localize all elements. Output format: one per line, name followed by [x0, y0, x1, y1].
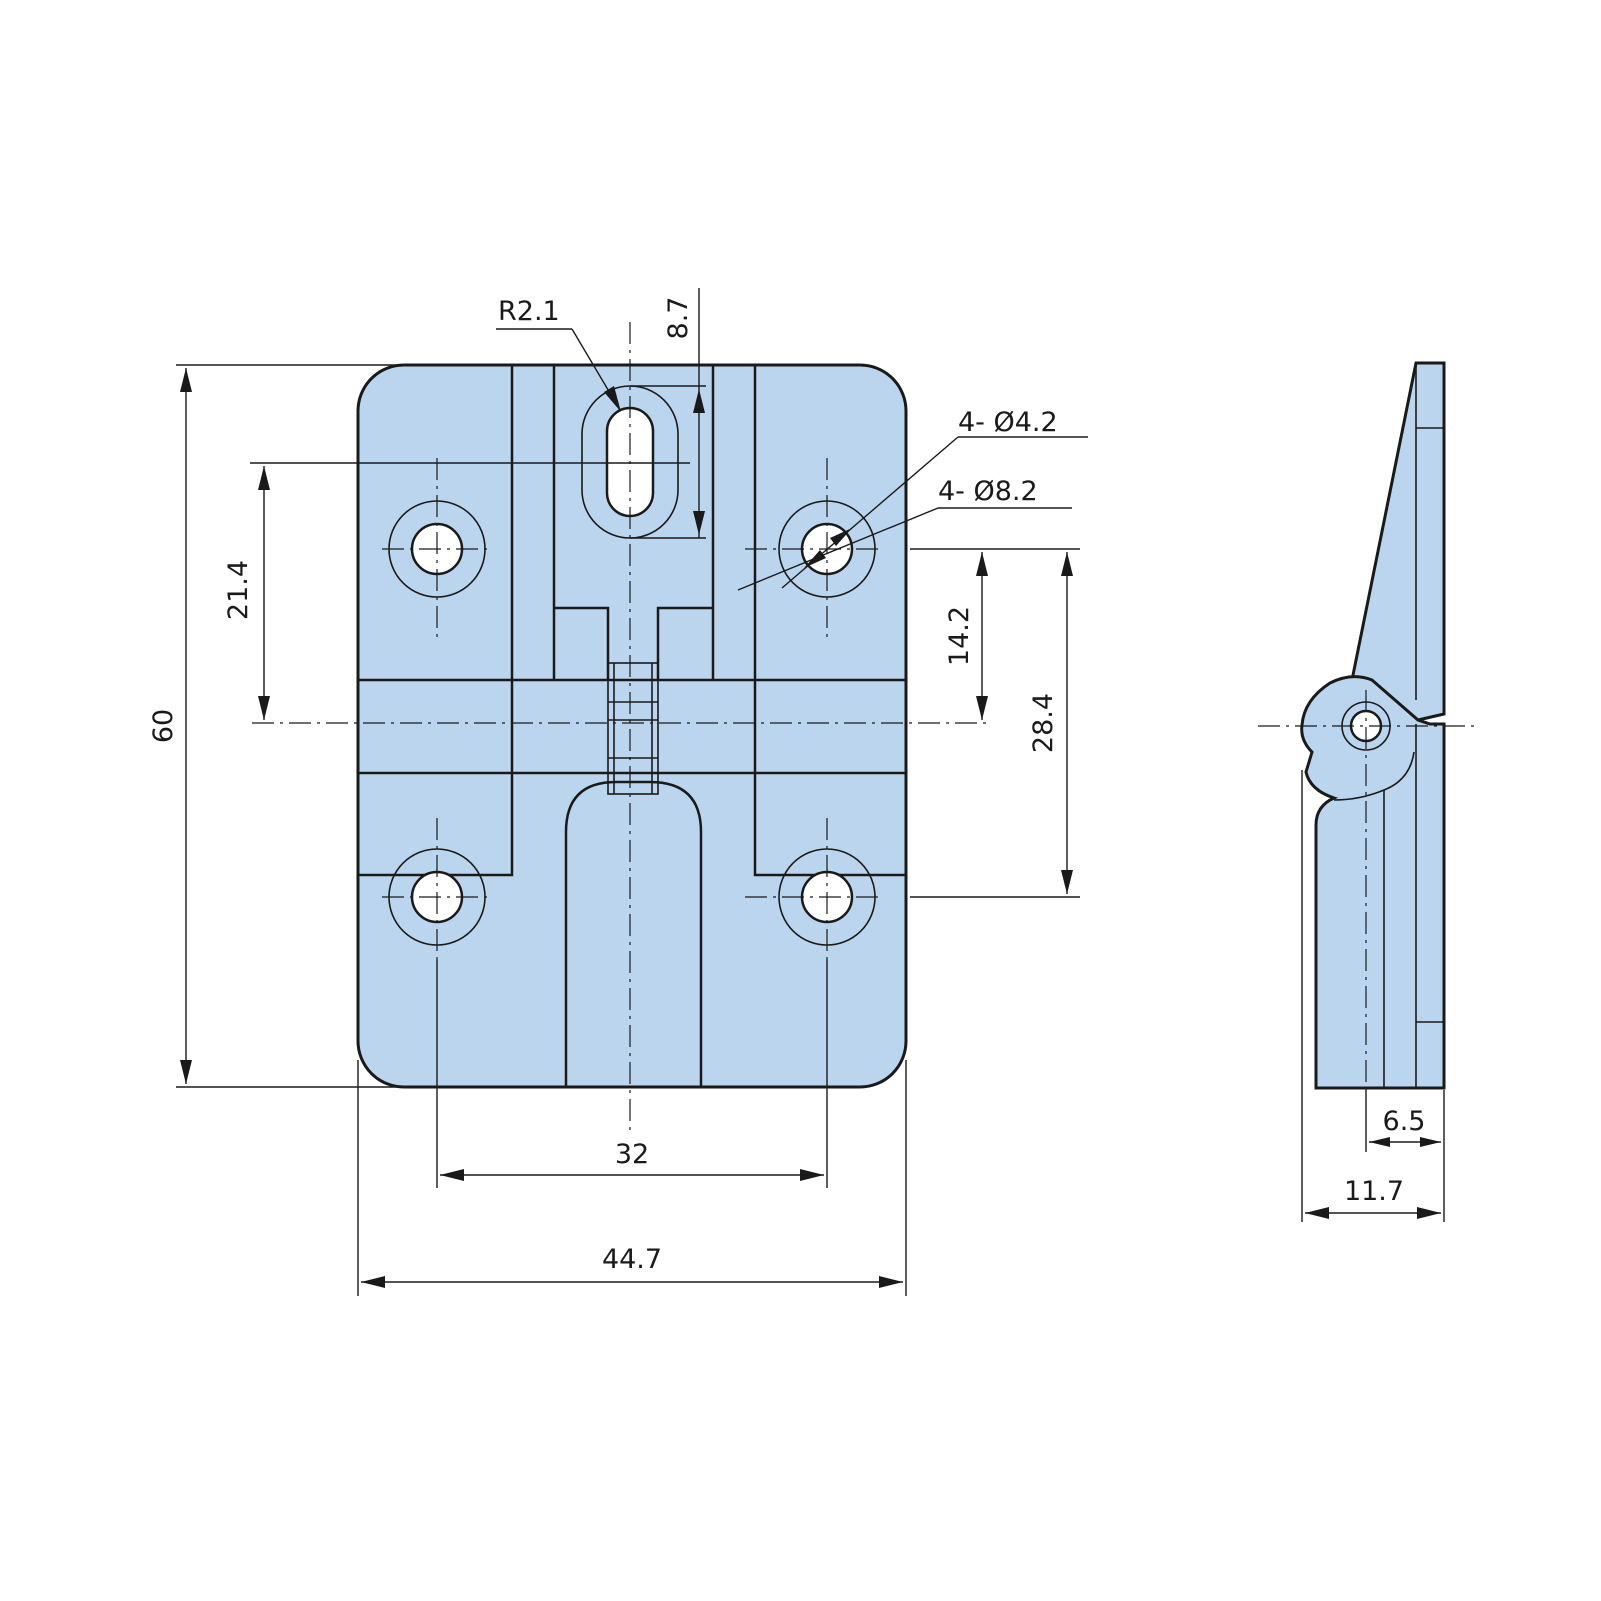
- dimension-hole-diameters: 4- Ø4.2 4- Ø8.2: [737, 407, 1088, 591]
- side-lower-leaf: [1300, 675, 1446, 1090]
- plate-features: [358, 365, 906, 1087]
- dim-label-hole-diameter: 4- Ø4.2: [958, 407, 1058, 438]
- dim-label-14-2: 14.2: [944, 606, 975, 666]
- dim-label-21-4: 21.4: [223, 560, 254, 620]
- dim-label-8-7: 8.7: [663, 297, 694, 340]
- dimension-14-2: 14.2: [910, 548, 1080, 720]
- hinge-plate: [356, 363, 908, 1089]
- dimension-21-4: 21.4: [223, 462, 690, 720]
- dimension-28-4: 28.4: [910, 552, 1080, 898]
- dim-label-height: 60: [148, 709, 179, 743]
- dimension-44-7: 44.7: [357, 1060, 907, 1296]
- dimension-32: 32: [436, 960, 828, 1188]
- front-view: [252, 322, 990, 1135]
- dim-label-r2-1: R2.1: [498, 296, 560, 327]
- dimension-11-7: 11.7: [1301, 770, 1441, 1222]
- center-lines: [252, 322, 990, 1135]
- side-view: [1258, 361, 1478, 1090]
- side-upper-leaf: [1348, 361, 1446, 722]
- dim-label-11-7: 11.7: [1344, 1176, 1404, 1207]
- dim-label-32: 32: [615, 1139, 649, 1170]
- dimension-height-60: 60: [148, 364, 430, 1088]
- dim-label-6-5: 6.5: [1383, 1106, 1426, 1137]
- dimension-6-5: 6.5: [1365, 1090, 1445, 1222]
- dimension-r2-1: R2.1: [496, 296, 621, 412]
- dim-label-44-7: 44.7: [602, 1244, 662, 1275]
- dim-label-counterbore-diameter: 4- Ø8.2: [938, 476, 1038, 507]
- dimension-8-7: 8.7: [630, 288, 706, 539]
- dim-label-28-4: 28.4: [1028, 693, 1059, 753]
